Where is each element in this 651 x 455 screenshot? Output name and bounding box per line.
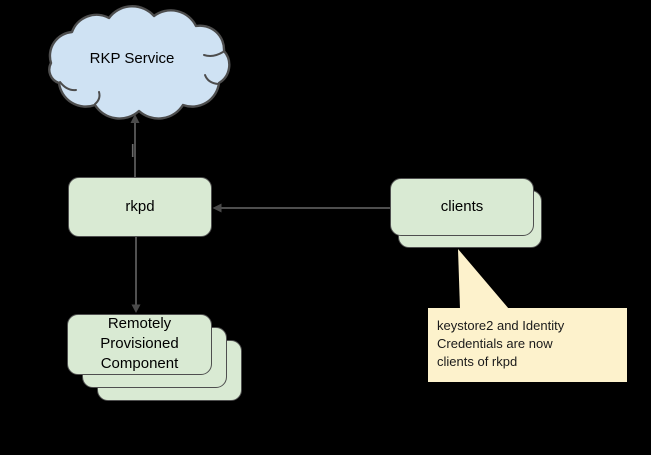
arrowhead-left-icon bbox=[212, 203, 222, 213]
cloud-accent-arc bbox=[204, 74, 219, 85]
callout-text-line: keystore2 and Identity bbox=[437, 318, 565, 333]
rpc-label: Remotely Provisioned Component bbox=[67, 312, 212, 375]
arrowhead-up-icon bbox=[130, 114, 140, 123]
rkpd-label: rkpd bbox=[125, 198, 155, 215]
rpc-node bbox=[67, 314, 212, 375]
edge-rkpd-to-rkp-service bbox=[130, 114, 140, 177]
rpc-label-line: Remotely bbox=[107, 314, 172, 332]
callout-tail bbox=[458, 249, 509, 309]
rpc-label-line: Component bbox=[100, 354, 179, 372]
edge-clients-to-rkpd bbox=[212, 203, 390, 213]
arrowhead-down-icon bbox=[131, 304, 141, 313]
edge-rkpd-to-rpc bbox=[131, 237, 141, 313]
rpc-label-line: Provisioned bbox=[100, 334, 179, 352]
clients-label: clients bbox=[440, 198, 484, 215]
cloud-accent-arc bbox=[59, 81, 77, 92]
callout-text-line: Credentials are now bbox=[437, 336, 553, 351]
cloud-accent-arc bbox=[203, 51, 224, 57]
callout-text-line: clients of rkpd bbox=[437, 354, 518, 369]
clients-node bbox=[390, 178, 534, 236]
rkp-service-cloud bbox=[48, 5, 231, 120]
rkpd-node bbox=[68, 177, 212, 237]
cloud-accent-arc bbox=[94, 91, 101, 105]
rkp-service-label: RKP Service bbox=[89, 49, 175, 67]
callout-note: keystore2 and Identity Credentials are n… bbox=[428, 308, 627, 382]
